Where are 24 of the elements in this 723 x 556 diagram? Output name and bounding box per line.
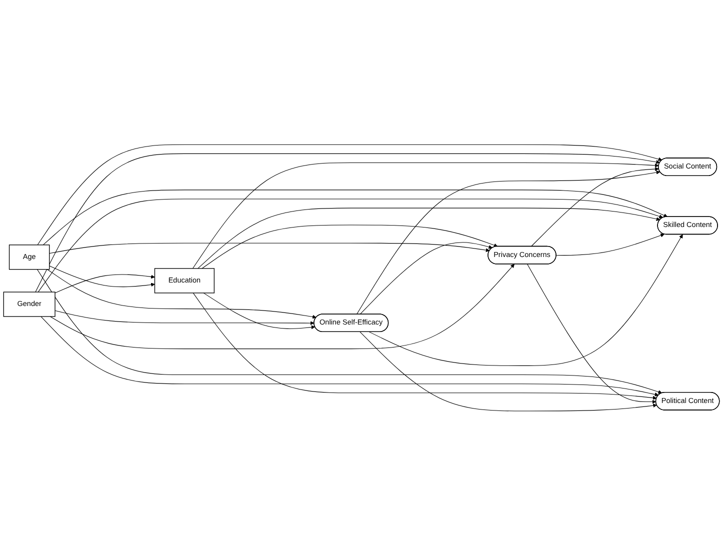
arrow bbox=[527, 264, 656, 404]
arrow bbox=[556, 234, 664, 256]
arrow bbox=[198, 208, 660, 269]
arrow bbox=[50, 264, 514, 350]
arrow bbox=[37, 144, 662, 246]
arrow bbox=[42, 190, 668, 246]
arrow bbox=[49, 266, 155, 288]
arrow bbox=[40, 316, 659, 397]
arrow bbox=[369, 234, 683, 366]
arrow bbox=[35, 154, 660, 292]
arrow bbox=[54, 310, 314, 326]
arrow bbox=[360, 242, 493, 315]
arrow bbox=[202, 224, 498, 269]
arrow bbox=[192, 162, 659, 269]
arrow bbox=[36, 269, 662, 394]
arrow bbox=[530, 167, 659, 247]
arrow bbox=[49, 243, 490, 254]
arrow bbox=[54, 274, 155, 294]
arrow bbox=[38, 198, 664, 292]
arrow bbox=[203, 292, 316, 330]
arrow bbox=[360, 332, 657, 412]
arrow bbox=[192, 292, 657, 400]
arrow bbox=[46, 269, 316, 319]
arrow bbox=[356, 170, 660, 315]
